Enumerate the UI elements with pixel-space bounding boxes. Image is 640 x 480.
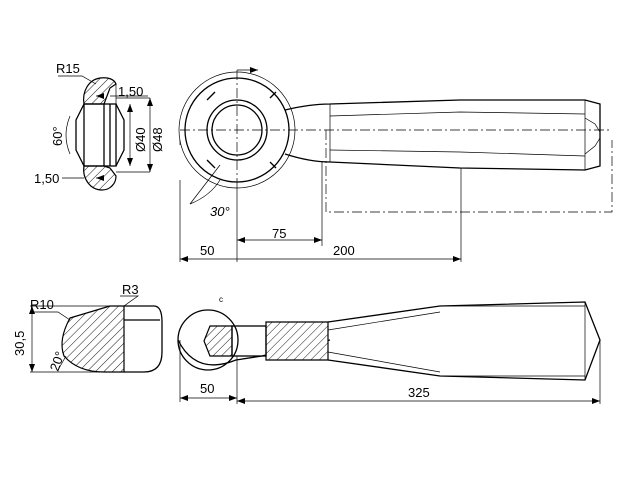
side-dimensions: 50 325 [179, 340, 601, 404]
plan-dimensions: 50 75 200 [179, 162, 462, 262]
angle-60-label: 60° [50, 126, 65, 146]
diameter-48-label: Ø48 [150, 127, 165, 152]
radius-10-label: R10 [30, 297, 54, 312]
radius-3-label: R3 [122, 282, 139, 297]
side-view: c [177, 295, 601, 381]
dim-200-label: 200 [333, 243, 355, 258]
dim-75-label: 75 [272, 226, 286, 241]
thickness-305-label: 30,5 [12, 331, 27, 356]
profile-section-view: 30,5 R10 R3 20° [12, 282, 163, 373]
small-c-mark: c [219, 295, 223, 304]
diameter-40-label: Ø40 [133, 127, 148, 152]
dim-50-bottom-label: 50 [200, 381, 214, 396]
dim-50-top-label: 50 [200, 243, 214, 258]
dim-325-label: 325 [408, 385, 430, 400]
plan-view: 30° [178, 67, 613, 219]
thickness-150-bottom-label: 1,50 [34, 171, 59, 186]
angle-20-label: 20° [47, 349, 68, 373]
radius-15-label: R15 [56, 61, 80, 76]
thickness-150-top-label: 1,50 [118, 84, 143, 99]
ring-section-view: R15 1,50 1,50 60° Ø40 Ø48 [34, 61, 165, 191]
angle-30-label: 30° [210, 204, 230, 219]
